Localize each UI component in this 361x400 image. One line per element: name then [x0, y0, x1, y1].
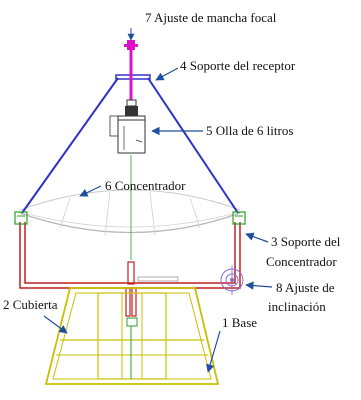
- concentrator-support-frame: [14, 211, 246, 317]
- label-tilt-adjust-2: inclinación: [268, 299, 326, 314]
- arrow-3: [245, 232, 269, 243]
- arrow-6: [79, 185, 102, 197]
- label-base: 1 Base: [222, 315, 257, 330]
- label-cover: 2 Cubierta: [3, 297, 58, 312]
- pot-6-liters: [109, 99, 146, 154]
- focal-adjust-screw: [124, 28, 138, 100]
- label-pot: 5 Olla de 6 litros: [206, 123, 293, 138]
- arrow-8: [245, 281, 273, 290]
- label-tilt-adjust-1: 8 Ajuste de: [276, 280, 335, 295]
- label-concentrator-support-1: 3 Soporte del: [271, 234, 341, 249]
- label-concentrator: 6 Concentrador: [105, 178, 186, 193]
- arrow-1: [206, 330, 221, 373]
- arrow-2: [43, 315, 68, 334]
- label-concentrator-support-2: Concentrador: [266, 254, 337, 269]
- leader-arrows: [43, 67, 273, 373]
- label-focal-adjust: 7 Ajuste de mancha focal: [145, 10, 277, 25]
- label-receptor-support: 4 Soporte del receptor: [180, 58, 296, 73]
- base-and-cover: [44, 287, 220, 385]
- receptor-support: [21, 74, 239, 214]
- arrow-4: [155, 67, 179, 81]
- tilt-adjust: [220, 265, 244, 295]
- concentrator-dish: [19, 189, 241, 237]
